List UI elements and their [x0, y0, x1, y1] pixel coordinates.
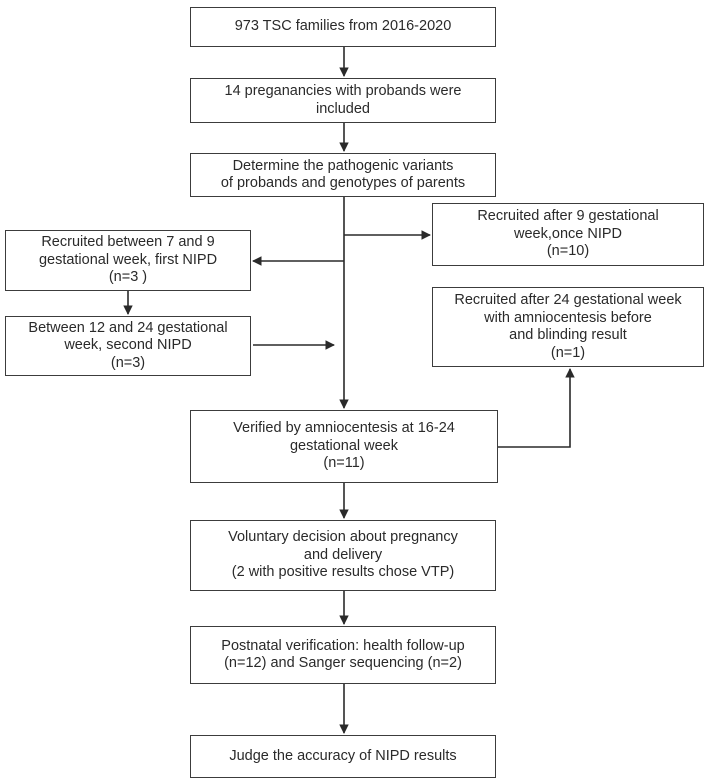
verified-line-2: gestational week: [289, 437, 398, 454]
after9-line-3: (n=10): [546, 243, 590, 260]
voluntary-line-3: (2 with positive results chose VTP): [231, 564, 455, 581]
between7-9-line-2: gestational week, first NIPD: [38, 251, 218, 268]
verified-line-1: Verified by amniocentesis at 16-24: [233, 420, 455, 437]
between7-9-box: Recruited between 7 and 9 gestational we…: [5, 230, 251, 291]
after24-box: Recruited after 24 gestational week with…: [432, 287, 704, 367]
after24-line-2: with amniocentesis before: [484, 309, 652, 326]
voluntary-box: Voluntary decision about pregnancy and d…: [190, 520, 496, 591]
determine-line-1: Determine the pathogenic variants: [232, 157, 454, 174]
postnatal-box: Postnatal verification: health follow-up…: [190, 626, 496, 684]
after9-line-2: week,once NIPD: [514, 225, 622, 242]
postnatal-line-2: (n=12) and Sanger sequencing (n=2): [224, 655, 462, 671]
verified-line-3: (n=11): [323, 455, 365, 472]
judge-line-1: Judge the accuracy of NIPD results: [229, 747, 457, 764]
judge-box: Judge the accuracy of NIPD results: [190, 735, 496, 778]
arrow-verified-to-after24: [498, 368, 575, 448]
between12-24-line-3: (n=3): [110, 354, 146, 371]
after24-line-3: and blinding result: [509, 327, 627, 343]
pregnancies-box: 14 preganancies with probands were inclu…: [190, 78, 496, 123]
voluntary-line-1: Voluntary decision about pregnancy: [228, 529, 458, 546]
verified-box: Verified by amniocentesis at 16-24 gesta…: [190, 410, 498, 483]
pregnancies-line-2: included: [315, 100, 370, 117]
between12-24-line-1: Between 12 and 24 gestational: [28, 319, 228, 336]
determine-box: Determine the pathogenic variants of pro…: [190, 153, 496, 197]
postnatal-line-1: Postnatal verification: health follow-up: [221, 637, 465, 654]
between7-9-line-3: (n=3 ): [108, 269, 148, 286]
voluntary-line-2: and delivery: [303, 546, 383, 563]
after24-line-4: (n=1): [550, 344, 586, 361]
pregnancies-line-1: 14 preganancies with probands were: [224, 83, 462, 99]
between12-24-box: Between 12 and 24 gestational week, seco…: [5, 316, 251, 376]
families-line-1: 973 TSC families from 2016-2020: [234, 18, 452, 35]
after9-line-1: Recruited after 9 gestational: [477, 208, 659, 225]
between7-9-line-1: Recruited between 7 and 9: [41, 234, 215, 251]
determine-line-2: of probands and genotypes of parents: [220, 175, 466, 191]
after24-line-1: Recruited after 24 gestational week: [454, 292, 682, 308]
after9-box: Recruited after 9 gestational week,once …: [432, 203, 704, 266]
families-box: 973 TSC families from 2016-2020: [190, 7, 496, 47]
between12-24-line-2: week, second NIPD: [64, 337, 192, 354]
